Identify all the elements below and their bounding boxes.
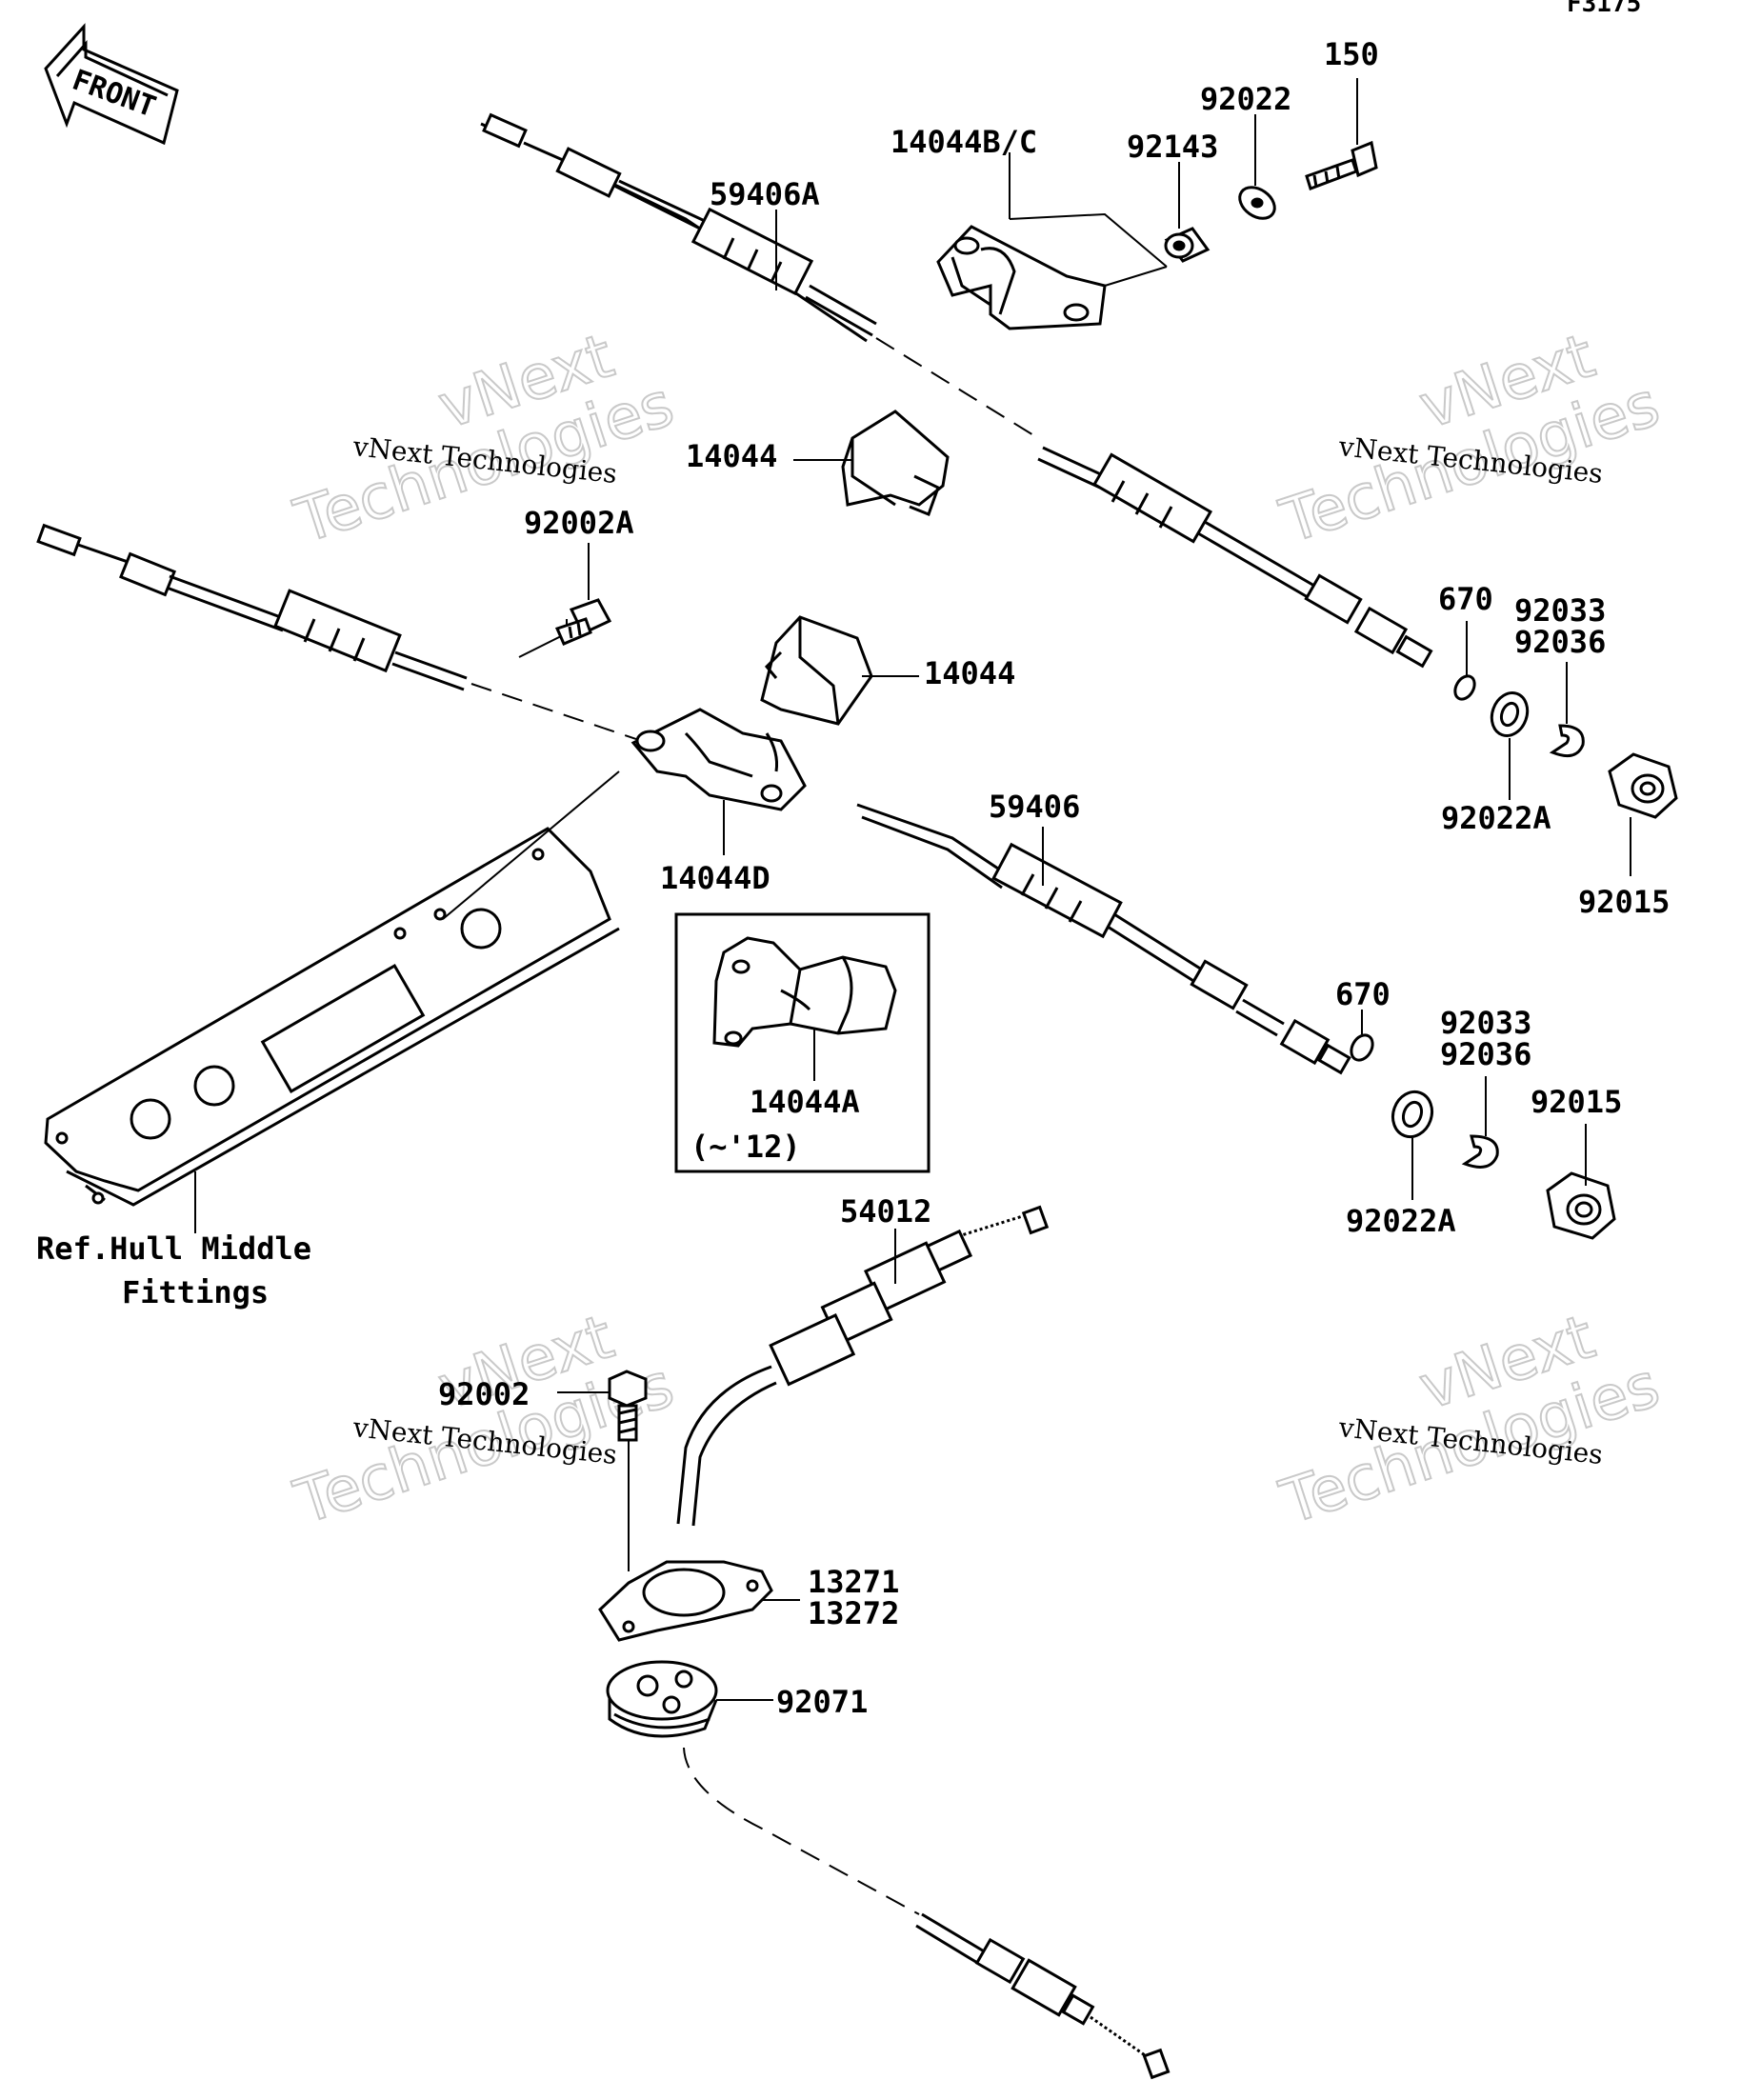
nut-92015-bottom (1546, 1171, 1616, 1240)
part-label: 14044A (750, 1084, 860, 1120)
clip-92033-top (1549, 724, 1585, 758)
cable-59406A-end (1037, 446, 1433, 669)
cable-59406 (856, 803, 1351, 1075)
part-label: 59406 (989, 789, 1080, 825)
part-label: 670 (1438, 581, 1493, 617)
part-label: 13271 (808, 1564, 899, 1600)
part-label: 150 (1324, 36, 1379, 72)
part-label: 14044B/C (891, 124, 1037, 160)
cable-54012-end (915, 1912, 1171, 2080)
inset-box (674, 912, 931, 1173)
leader-line (1104, 266, 1168, 287)
part-label: 14044D (660, 860, 770, 896)
bolt-150 (1305, 140, 1378, 190)
bracket-14044D (630, 708, 807, 811)
ref-label: Ref.Hull Middle (36, 1230, 311, 1267)
diagram-code: F3175 (1567, 0, 1641, 18)
leader-dashed (470, 683, 649, 744)
part-label: 92022A (1441, 800, 1551, 836)
spacer-92143 (1164, 227, 1211, 263)
leader-line (1009, 212, 1168, 268)
clip-92033-bottom (1461, 1134, 1499, 1169)
part-label: 13272 (808, 1595, 899, 1631)
part-label: 92015 (1578, 884, 1670, 920)
part-label: 92033 (1514, 592, 1606, 629)
watermark-top-right: vNext Technologies vNext Technologies (1271, 320, 1669, 558)
part-label: 92033 (1440, 1005, 1531, 1041)
protector-14044-top (841, 410, 950, 516)
variant-note: (~'12) (690, 1129, 801, 1165)
part-label: 14044 (686, 438, 777, 474)
part-label: 670 (1335, 976, 1391, 1012)
part-label: 59406A (710, 176, 820, 212)
part-label: 92071 (776, 1684, 868, 1720)
washer-92022 (1238, 186, 1276, 220)
leader-lines (557, 78, 1631, 1701)
hull-plate (44, 827, 620, 1207)
leader-line (518, 619, 568, 658)
bracket-14044A (712, 936, 897, 1048)
part-label: 92015 (1531, 1084, 1622, 1120)
part-label: 14044 (924, 655, 1015, 691)
part-label: 92143 (1127, 129, 1218, 165)
part-label: 54012 (840, 1193, 931, 1230)
bolt-92002A (554, 598, 612, 646)
plate-13271 (598, 1560, 773, 1642)
washer-92022A-top (1490, 691, 1530, 737)
cable-59406A (480, 112, 877, 343)
oring-670-bottom (1350, 1033, 1374, 1062)
bolt-92002 (608, 1370, 648, 1442)
part-label: 92022A (1346, 1203, 1456, 1239)
ref-label: Fittings (122, 1274, 269, 1310)
leader-dashed (683, 1747, 920, 1915)
cable-54012 (676, 1205, 1050, 1527)
oring-670-top (1453, 674, 1476, 701)
part-label: 92002 (438, 1376, 530, 1412)
cable-59406-left (36, 523, 468, 691)
watermark-bottom-right: vNext Technologies vNext Technologies (1271, 1301, 1669, 1539)
part-label: 92036 (1440, 1036, 1531, 1072)
bracket-14044BC (936, 225, 1107, 330)
washer-92022A-bottom (1391, 1090, 1434, 1139)
part-label: 92036 (1514, 624, 1606, 660)
nut-92015-top (1608, 752, 1678, 819)
protector-14044-mid (760, 615, 873, 726)
grommet-92071 (606, 1660, 718, 1738)
part-label: 92002A (524, 505, 634, 541)
part-label: 92022 (1200, 81, 1291, 117)
front-arrow-icon: FRONT (44, 23, 179, 146)
leader-line (442, 770, 620, 920)
